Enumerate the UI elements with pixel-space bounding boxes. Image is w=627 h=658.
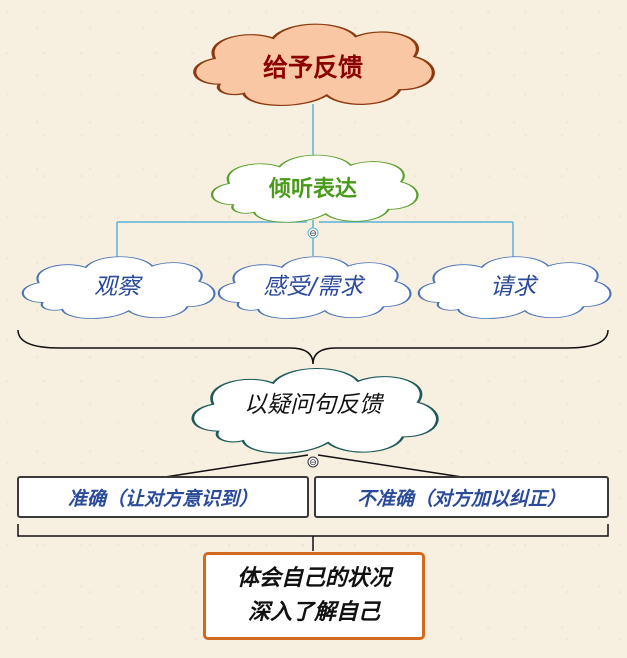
node-result[interactable]: 体会自己的状况 深入了解自己 <box>203 552 425 640</box>
node-result-line2: 深入了解自己 <box>247 600 380 625</box>
node-root-label: 给予反馈 <box>263 53 363 82</box>
connector-question-right <box>317 454 463 478</box>
node-listen-label: 倾听表达 <box>268 177 357 202</box>
node-request[interactable]: 请求 <box>419 257 611 319</box>
svg-text:⊖: ⊖ <box>309 229 317 239</box>
node-request-label: 请求 <box>490 274 539 300</box>
node-question[interactable]: 以疑问句反馈 <box>193 368 437 453</box>
collapse-marker-question[interactable]: ⊖ <box>307 456 319 468</box>
summary-brace-1 <box>17 329 609 365</box>
collapse-marker-listen[interactable]: ⊖ <box>307 227 319 239</box>
node-accurate-label: 准确（让对方意识到） <box>67 487 258 510</box>
node-root[interactable]: 给予反馈 <box>195 24 434 105</box>
svg-text:⊖: ⊖ <box>309 458 317 468</box>
node-accurate[interactable]: 准确（让对方意识到） <box>17 476 309 518</box>
node-feel-need-label: 感受/需求 <box>263 274 366 300</box>
node-observe[interactable]: 观察 <box>23 257 215 319</box>
connectors <box>17 104 609 551</box>
node-inaccurate-label: 不准确（对方加以纠正） <box>356 487 566 510</box>
node-listen[interactable]: 倾听表达 <box>212 155 417 222</box>
connector-question-left <box>164 454 309 478</box>
node-observe-label: 观察 <box>94 274 143 300</box>
node-question-label: 以疑问句反馈 <box>244 392 385 418</box>
summary-brace-2 <box>17 524 609 551</box>
node-result-line1: 体会自己的状况 <box>236 566 391 591</box>
node-feel-need[interactable]: 感受/需求 <box>219 257 411 319</box>
node-inaccurate[interactable]: 不准确（对方加以纠正） <box>314 476 609 518</box>
